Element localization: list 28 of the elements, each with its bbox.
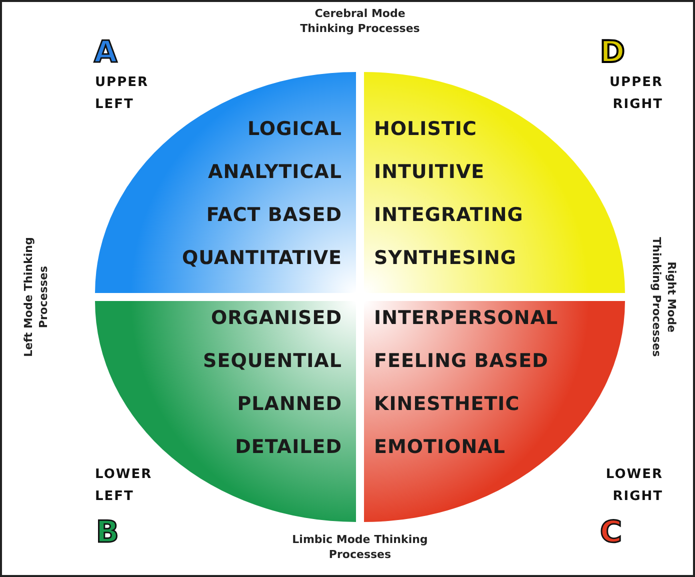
trait-label: KINESTHETIC	[374, 392, 521, 417]
mode-label: Limbic Mode Thinking Processes	[291, 532, 429, 562]
mode-label: Cerebral Mode Thinking Processes	[299, 6, 421, 36]
corner-label: LOWER LEFT	[95, 466, 152, 506]
trait-label: INTEGRATING	[374, 203, 524, 228]
trait-label: LOGICAL	[246, 117, 342, 142]
corner-label: UPPER RIGHT	[609, 74, 663, 114]
trait-label: QUANTITATIVE	[182, 246, 342, 271]
quadrant-letter: A	[94, 38, 118, 68]
quadrant-letter: B	[96, 518, 119, 548]
trait-label: SEQUENTIAL	[203, 349, 342, 374]
trait-label: HOLISTIC	[374, 117, 478, 142]
quadrant-letter: D	[600, 38, 625, 68]
mode-label: Left Mode Thinking Processes	[21, 236, 51, 359]
quadrant-letter: C	[600, 518, 622, 548]
corner-label: UPPER LEFT	[95, 74, 149, 114]
trait-label: PLANNED	[236, 392, 342, 417]
trait-label: ORGANISED	[210, 306, 342, 331]
corner-label: LOWER RIGHT	[606, 466, 663, 506]
trait-label: FACT BASED	[205, 203, 342, 228]
trait-label: DETAILED	[234, 435, 342, 460]
trait-label: INTERPERSONAL	[374, 306, 558, 331]
trait-label: FEELING BASED	[374, 349, 550, 374]
mode-label: Right Mode Thinking Processes	[649, 236, 679, 359]
trait-label: SYNTHESING	[374, 246, 518, 271]
trait-label: ANALYTICAL	[206, 160, 342, 185]
trait-label: INTUITIVE	[374, 160, 486, 185]
trait-label: EMOTIONAL	[374, 435, 506, 460]
